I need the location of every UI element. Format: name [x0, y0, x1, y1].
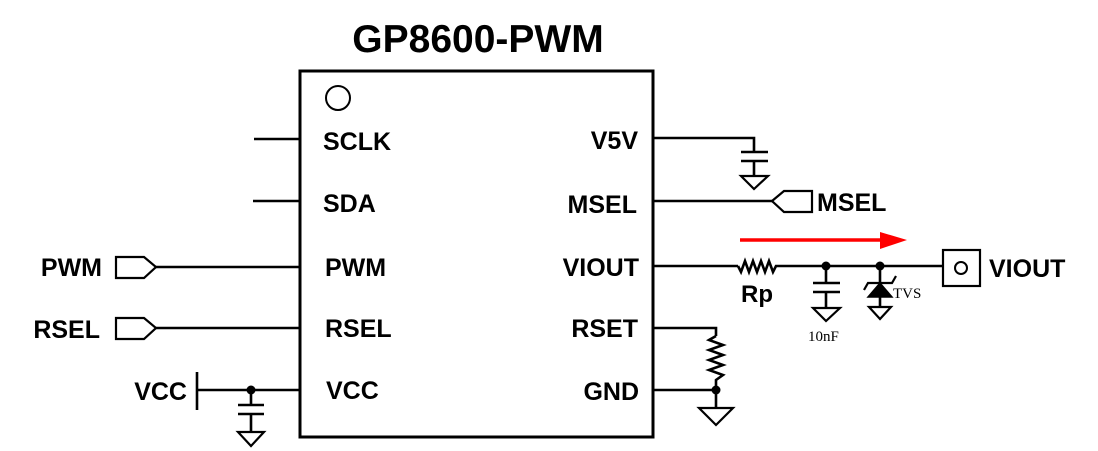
port-label-vcc: VCC — [134, 378, 187, 406]
rset-network — [653, 326, 736, 427]
tvs-diode-bar — [863, 275, 897, 291]
pin-label-v5v: V5V — [591, 127, 639, 155]
current-arrow — [740, 232, 907, 249]
pin1-circle-icon — [325, 85, 351, 111]
tvs-diode-icon — [866, 281, 894, 298]
ground-icon — [738, 174, 771, 191]
pin-label-rset: RSET — [571, 315, 638, 343]
ground-icon — [235, 430, 267, 448]
resistor-rset-icon — [705, 334, 727, 390]
port-label-viout: VIOUT — [989, 255, 1065, 283]
output-port-icon — [770, 189, 814, 214]
pin-label-sda: SDA — [323, 190, 376, 218]
arrow-right-icon — [880, 232, 907, 249]
pin-label-rsel: RSEL — [325, 315, 392, 343]
rsel-port: RSEL — [33, 316, 300, 344]
ground-icon — [810, 306, 843, 323]
pwm-port: PWM — [41, 254, 300, 282]
ground-icon — [866, 305, 894, 321]
input-port-icon — [114, 255, 158, 280]
tvs-label: TVS — [893, 286, 921, 302]
pin-label-sclk: SCLK — [323, 128, 391, 156]
pin-label-pwm: PWM — [325, 254, 386, 282]
pin-label-viout: VIOUT — [563, 254, 639, 282]
port-label-rsel: RSEL — [33, 316, 100, 344]
pin-label-vcc: VCC — [326, 377, 379, 405]
input-port-icon — [114, 316, 158, 341]
rp-label: Rp — [741, 281, 773, 308]
port-label-msel: MSEL — [817, 189, 886, 217]
port-label-pwm: PWM — [41, 254, 102, 282]
vcc-supply: VCC — [134, 372, 300, 448]
ground-icon — [696, 406, 736, 427]
v5v-wire — [653, 136, 756, 152]
pin-label-msel: MSEL — [568, 191, 637, 219]
viout-network: Rp 10nF TVS VIOUT — [653, 248, 1065, 345]
diagram-title: GP8600-PWM — [352, 18, 603, 61]
msel-port: MSEL — [653, 189, 886, 217]
terminal-hole-icon — [954, 261, 968, 275]
cap-label: 10nF — [808, 329, 839, 345]
rset-wire — [653, 326, 718, 336]
v5v-decoupling — [653, 136, 771, 191]
pin-label-gnd: GND — [583, 378, 639, 406]
resistor-rp-icon — [736, 257, 780, 276]
chip-body — [298, 69, 655, 439]
terminal-icon — [941, 248, 982, 288]
